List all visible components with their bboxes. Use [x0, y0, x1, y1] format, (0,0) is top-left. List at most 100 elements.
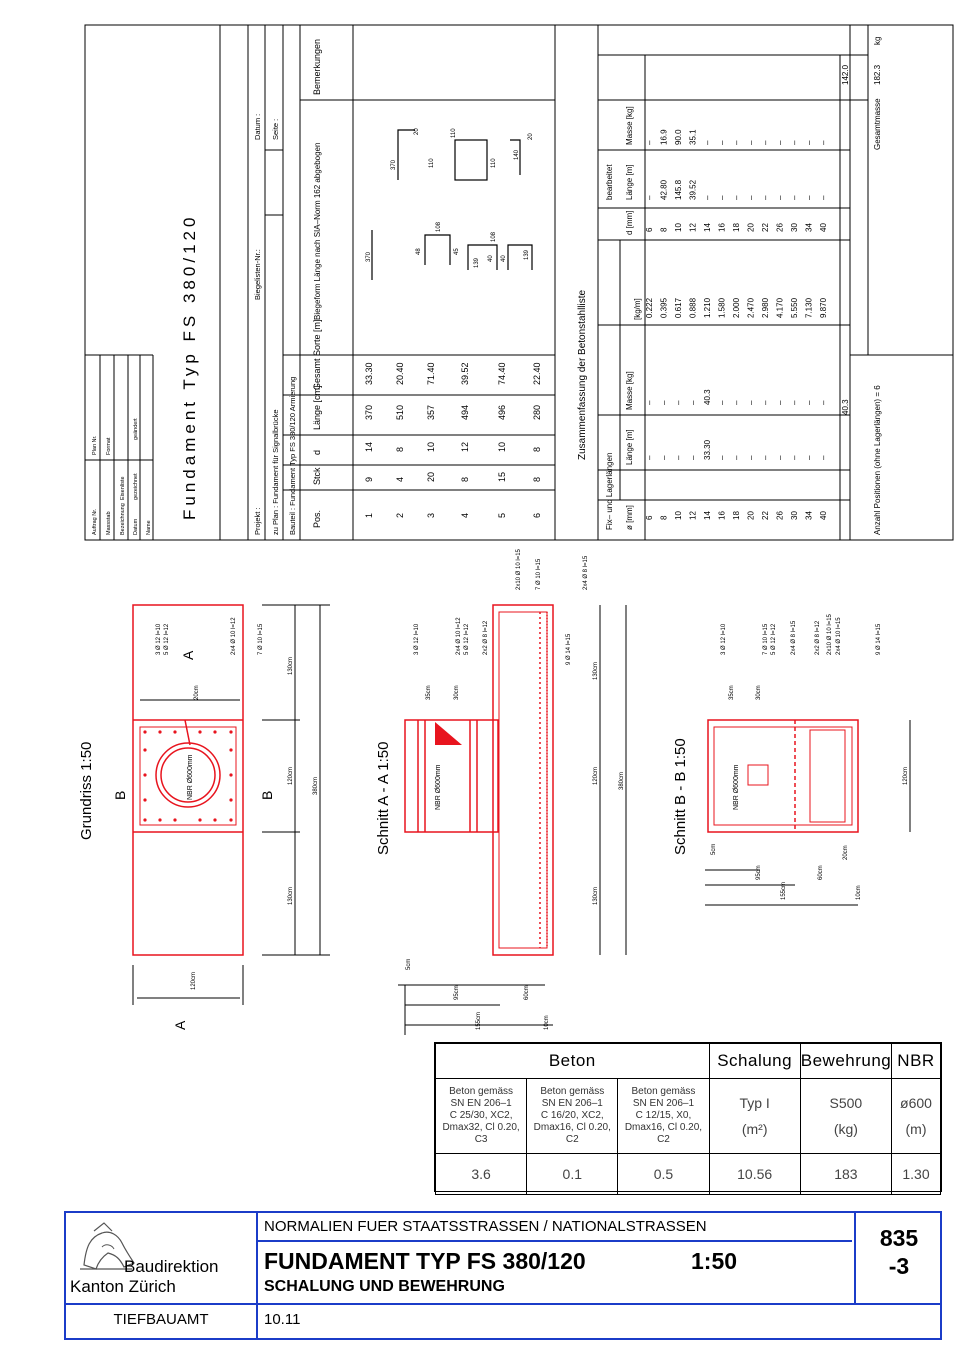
plan-suffix: -3: [888, 1253, 910, 1279]
summary-cell: –: [674, 400, 683, 405]
summary-cell: –: [703, 195, 712, 200]
schedule-cell: 6: [532, 513, 542, 518]
col-laenge: Länge [cm]: [312, 385, 322, 430]
summary-cell: –: [660, 400, 669, 405]
summary-cell: –: [761, 400, 770, 405]
summary-cell: –: [819, 195, 828, 200]
summary-cell: 40.3: [703, 389, 712, 405]
shape-dim: 48: [416, 248, 422, 255]
callout-text: 2x4 Ø 8 l=15: [583, 555, 589, 590]
summary-cell: 26: [776, 223, 785, 232]
nbr-label: NBR Ø600mm: [187, 754, 194, 800]
summary-cell: 40: [819, 511, 828, 520]
callout-text: 7 Ø 10 l=15: [258, 623, 264, 655]
summary-cell: 2.980: [761, 297, 770, 318]
schedule-cell: 20: [426, 472, 436, 482]
grundriss-view: Grundriss 1:50 NBR Ø600mm: [78, 604, 330, 1030]
schnitt-a-view: Schnitt A - A 1:50 NBR Ø600mm 130cm 120c…: [375, 548, 627, 1035]
summary-cell: 30: [790, 511, 799, 520]
summary-cell: 42.80: [660, 179, 669, 200]
dim-label: 20cm: [843, 845, 849, 860]
meta-field: Eisenliste: [120, 476, 126, 500]
schedule-cell: 4: [395, 477, 405, 482]
org-line2: Kanton Zürich: [70, 1277, 176, 1296]
gesamtmasse-value: 182.3: [873, 64, 882, 85]
gesamtmasse-unit: kg: [873, 37, 882, 45]
sum-col: [kg/m]: [633, 298, 642, 320]
summary-cell: –: [645, 455, 654, 460]
summary-cell: –: [732, 140, 741, 145]
dim-label: 120cm: [288, 767, 294, 785]
datum-label: Datum :: [253, 114, 262, 140]
dim-label: 120cm: [191, 972, 197, 990]
sum-col: Masse [kg]: [625, 106, 634, 145]
summary-cell: –: [747, 455, 756, 460]
nbr-label: NBR Ø600mm: [435, 764, 442, 810]
dim-label: 30cm: [454, 685, 460, 700]
dim-label: 10cm: [856, 885, 862, 900]
col-d: d: [312, 450, 322, 455]
schedule-cell: 280: [532, 405, 542, 420]
beton-value-2: 0.1: [526, 1153, 619, 1195]
schedule-cell: 10: [497, 442, 507, 452]
dim-label: 35cm: [426, 685, 432, 700]
section-b-mark: B: [259, 791, 275, 800]
schedule-cell: 20.40: [395, 362, 405, 385]
schnitt-a-label: Schnitt A - A 1:50: [375, 742, 392, 855]
summary-cell: –: [718, 455, 727, 460]
summary-cell: –: [732, 455, 741, 460]
sum-col: Länge [m]: [625, 429, 634, 465]
meta-field: Bezeichnung: [120, 503, 126, 535]
fix-header: Fix– und Lagerlängen: [605, 453, 614, 530]
shape-dim: 110: [491, 158, 497, 168]
schedule-cell: 9: [364, 477, 374, 482]
department: TIEFBAUAMT: [113, 1311, 209, 1328]
summary-cell: –: [689, 400, 698, 405]
anzahl-positionen: Anzahl Positionen (ohne Lagerlängen) = 6: [873, 385, 882, 535]
dim-label: 130cm: [593, 662, 599, 680]
callout-text: 2x4 Ø 10 l=15: [836, 617, 842, 655]
col-bemerkungen: Bemerkungen: [312, 39, 322, 95]
dim-label: 95cm: [454, 985, 460, 1000]
callout-text: 2x4 Ø 10 l=12: [456, 617, 462, 655]
summary-cell: –: [732, 400, 741, 405]
rebar-schedule: Auftrag Nr. Massstab Bezeichnung Datum N…: [84, 24, 954, 541]
summary-cell: 16: [718, 223, 727, 232]
bearbeitet-header: bearbeitet: [605, 164, 614, 200]
summary-cell: 10: [674, 511, 683, 520]
summary-cell: –: [805, 400, 814, 405]
summary-cell: 16: [718, 511, 727, 520]
schedule-cell: 8: [395, 447, 405, 452]
dim-label: 35cm: [729, 685, 735, 700]
callout-text: 2x2 Ø 8 l=12: [815, 620, 821, 655]
summary-cell: 1.210: [703, 297, 712, 318]
schalung-header: Schalung: [708, 1043, 801, 1079]
dim-label: 60cm: [818, 865, 824, 880]
schnitt-b-label: Schnitt B - B 1:50: [672, 738, 689, 855]
schedule-cell: 12: [460, 442, 470, 452]
shape-dim: 110: [451, 128, 457, 138]
shape-dim: 370: [391, 159, 397, 170]
summary-cell: 34: [805, 223, 814, 232]
callout-text: 9 Ø 14 l=15: [876, 623, 882, 655]
summary-cell: 14: [703, 223, 712, 232]
drawing-title: Fundament Typ FS 380/120: [180, 214, 199, 520]
summary-cell: –: [645, 140, 654, 145]
summary-cell: 90.0: [674, 129, 683, 145]
shape-dim: 40: [488, 255, 494, 262]
projekt-label: Projekt :: [253, 507, 262, 535]
dim-label: 30cm: [756, 685, 762, 700]
summary-cell: 30: [790, 223, 799, 232]
callout-text: 7 Ø 10 l=15: [763, 623, 769, 655]
summary-cell: 0.888: [689, 297, 698, 318]
summary-cell: –: [718, 400, 727, 405]
summary-cell: 9.870: [819, 297, 828, 318]
sum-col: Masse [kg]: [625, 371, 634, 410]
summary-cell: 12: [689, 511, 698, 520]
summary-cell: 0.617: [674, 297, 683, 318]
dim-label: 20cm: [194, 685, 200, 700]
schedule-cell: 10: [426, 442, 436, 452]
summary-cell: 40: [819, 223, 828, 232]
shape-dim: 139: [524, 249, 530, 260]
